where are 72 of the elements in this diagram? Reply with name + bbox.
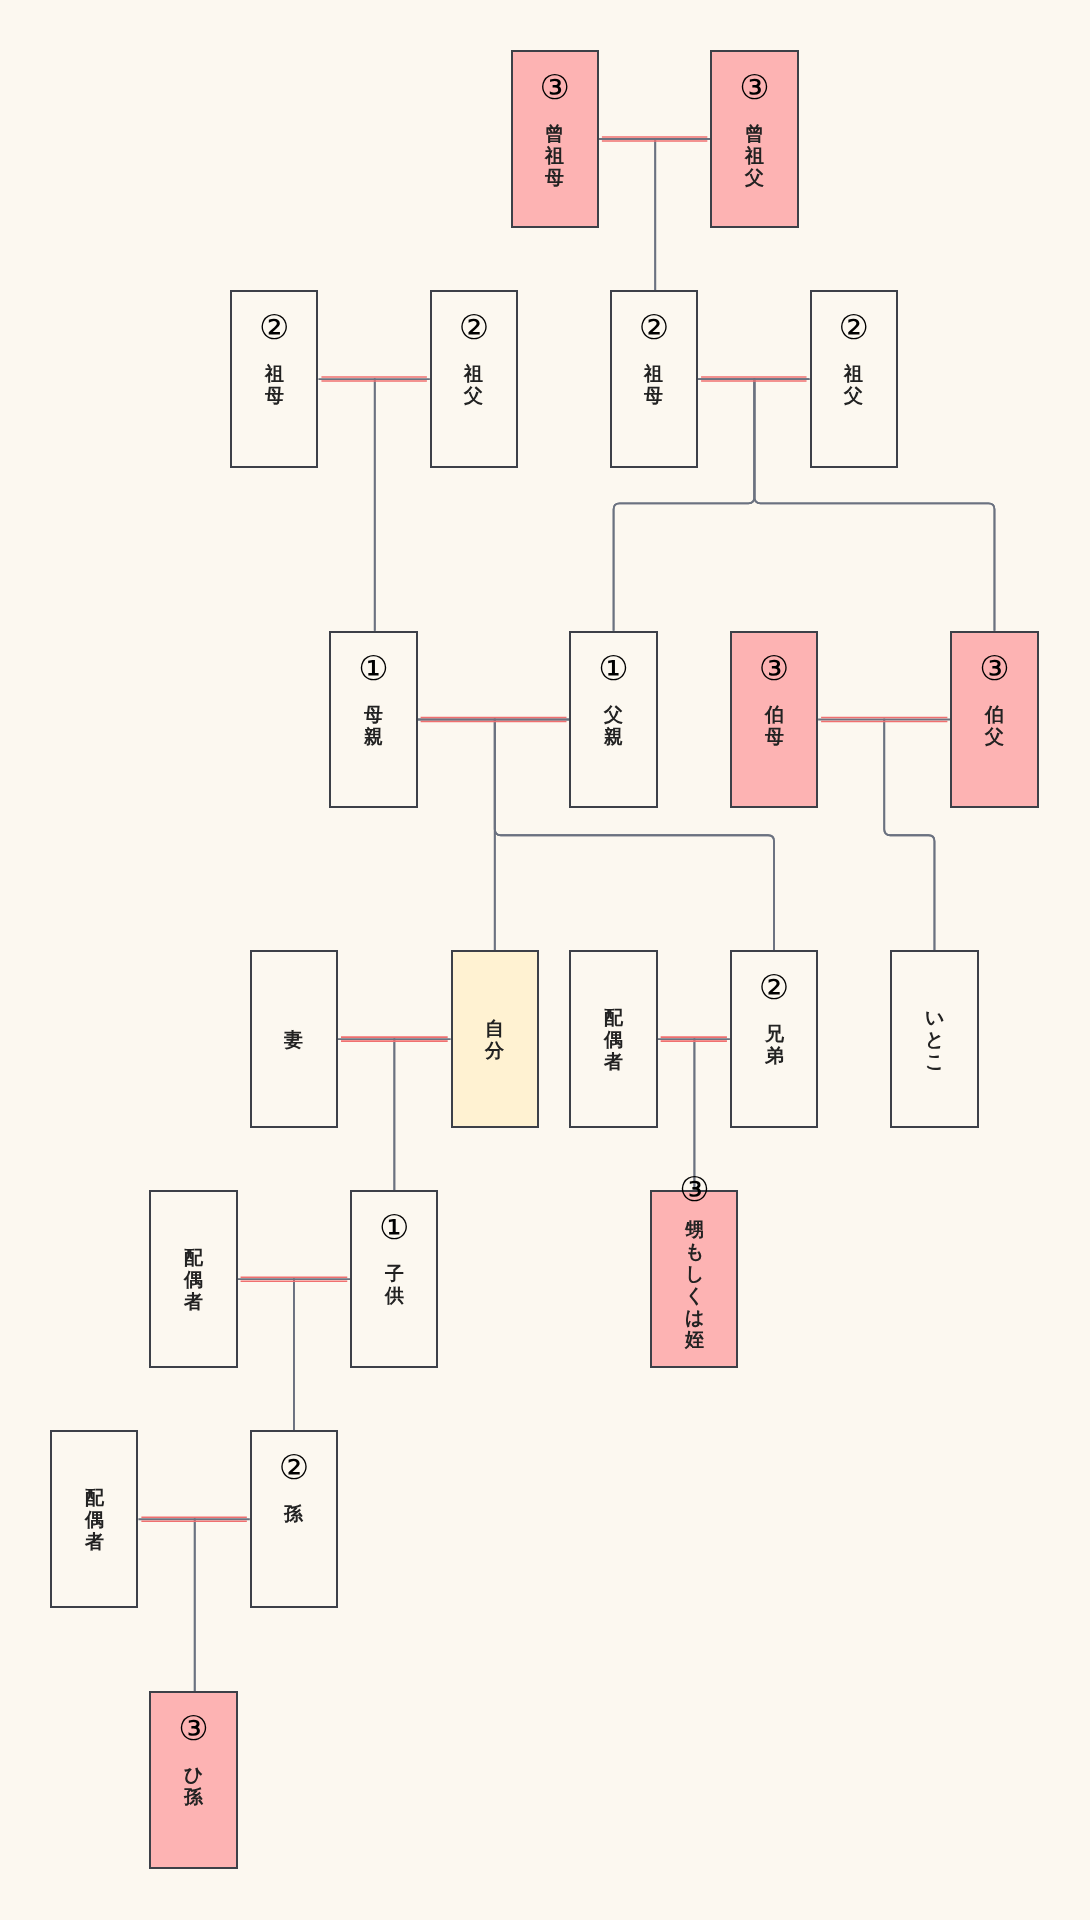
person-card: [429, 290, 519, 468]
circled-number: ②: [838, 310, 869, 345]
circled-number: ②: [458, 310, 490, 345]
descent-line: [373, 378, 431, 632]
circled-number: ①: [379, 1210, 410, 1245]
person-card: [890, 950, 979, 1128]
relation-label: 祖父: [463, 362, 484, 407]
relation-label: 母親: [363, 702, 384, 747]
person-card: [149, 1190, 238, 1368]
circled-number: ②: [638, 310, 670, 345]
relation-label: ひ孫: [183, 1763, 204, 1808]
circled-number: ①: [598, 650, 629, 685]
person-card: [249, 1430, 338, 1609]
circled-number: ③: [739, 70, 770, 105]
descent-line: [753, 378, 996, 632]
person-card: [350, 1190, 439, 1368]
relation-label: 伯母: [764, 702, 784, 747]
marriage-line: [419, 716, 568, 723]
relation-label: 配偶者: [84, 1486, 105, 1553]
marriage-line: [601, 136, 709, 142]
person-card: [729, 950, 819, 1128]
circled-number: ③: [539, 70, 571, 105]
person-card: [230, 290, 319, 468]
relation-label: 配偶者: [603, 1006, 624, 1073]
person-card: [950, 630, 1039, 809]
relation-label: 配偶者: [183, 1246, 204, 1313]
person-card: [450, 950, 539, 1128]
person-card: [510, 50, 599, 228]
circled-number: ②: [278, 1450, 310, 1485]
marriage-line: [320, 376, 428, 382]
person-card: [609, 290, 699, 468]
person-card: [249, 950, 338, 1128]
relation-label: 父親: [603, 702, 624, 747]
marriage-line: [340, 1036, 449, 1042]
relation-label: 祖母: [644, 362, 664, 407]
relation-label: 祖母: [264, 362, 285, 407]
relation-label: 祖父: [843, 362, 864, 407]
circled-number: ②: [758, 970, 790, 1005]
person-card: [329, 630, 418, 809]
person-card: [729, 630, 819, 809]
descent-line: [193, 1518, 251, 1693]
relation-label: 伯父: [984, 702, 1005, 747]
person-card: [149, 1691, 238, 1869]
relation-label: 甥もしくは姪: [684, 1218, 705, 1351]
person-card: [809, 290, 898, 468]
descent-line: [883, 718, 952, 952]
marriage-line: [239, 1276, 349, 1282]
marriage-line: [700, 376, 808, 382]
circled-number: ②: [259, 310, 290, 345]
relation-label: いとこ: [924, 1006, 945, 1073]
circled-number: ③: [979, 650, 1010, 685]
circled-number: ①: [358, 650, 389, 685]
circled-number: ③: [758, 650, 790, 685]
relation-label: 曾祖父: [744, 122, 765, 189]
relation-label: 妻: [283, 1028, 304, 1051]
marriage-line: [820, 716, 949, 723]
person-card: [569, 950, 658, 1128]
relation-label: 兄弟: [764, 1022, 784, 1067]
relation-label: 自分: [484, 1017, 505, 1062]
person-card: [50, 1430, 139, 1609]
circled-number: ③: [178, 1711, 209, 1746]
marriage-line: [140, 1516, 248, 1523]
relation-label: 子供: [384, 1262, 405, 1307]
descent-line: [393, 1038, 452, 1192]
descent-line: [293, 1278, 352, 1432]
descent-line: [493, 718, 775, 952]
relation-label: 孫: [283, 1502, 304, 1525]
person-card: [710, 50, 799, 228]
descent-line: [654, 138, 712, 292]
relation-label: 曾祖母: [544, 122, 565, 189]
marriage-line: [659, 1036, 728, 1042]
person-card: [569, 630, 658, 809]
